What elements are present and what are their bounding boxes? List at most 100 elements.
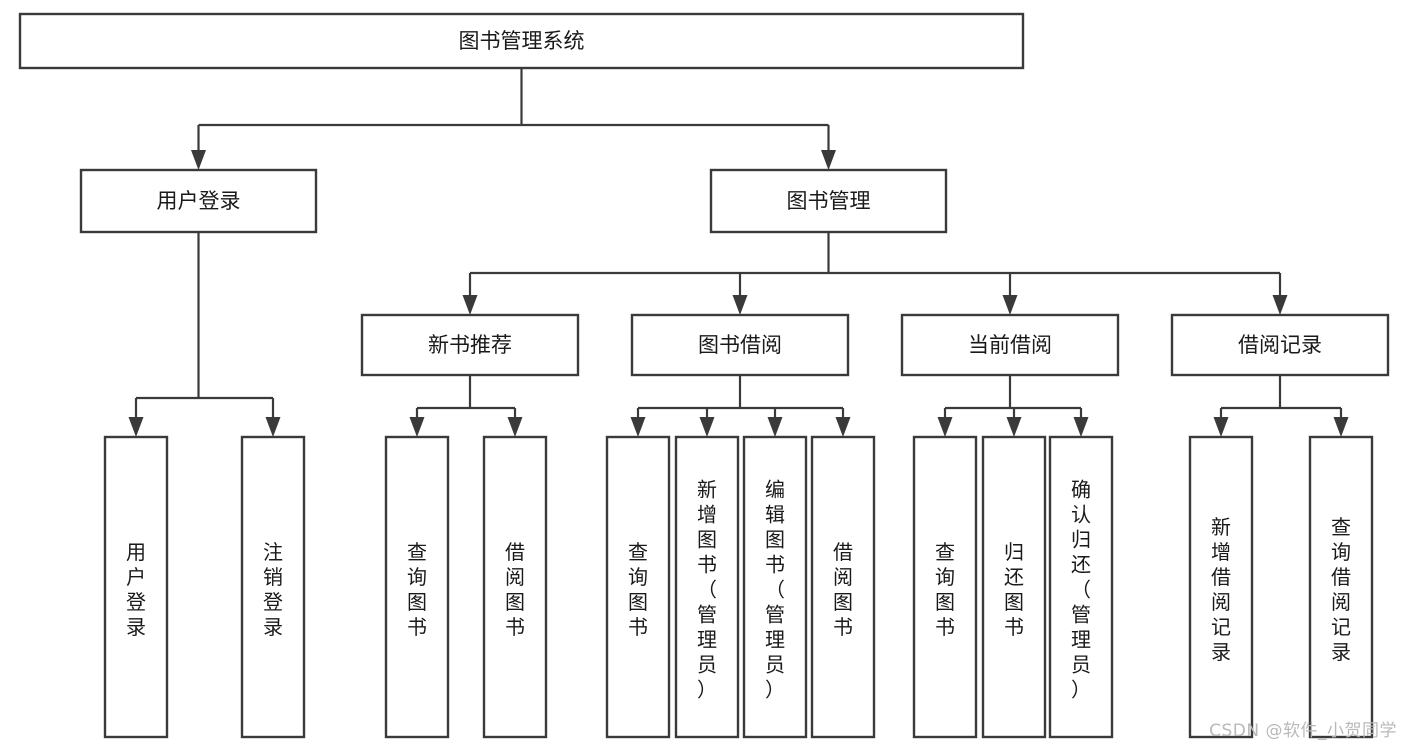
node-rect [79, 168, 318, 234]
node-level2-0[interactable]: 用户登录 [79, 168, 318, 234]
node-label: 图书管理 [787, 189, 871, 213]
node-root[interactable]: 图书管理系统 [18, 12, 1025, 70]
node-rect [18, 12, 1025, 70]
node-leaf-1[interactable]: 注销登录 [240, 435, 306, 739]
node-label-char: 增 [697, 503, 717, 527]
node-label-char: 查 [935, 540, 955, 564]
node-label-char: 记 [1211, 615, 1231, 639]
node-label-char: 认 [1071, 503, 1091, 527]
node-label-char: 书 [505, 615, 525, 639]
arrow-head-icon [732, 295, 748, 315]
arrow-head-icon [128, 417, 144, 437]
node-label-char: 户 [126, 565, 146, 589]
node-label-char: （ [765, 578, 785, 602]
node-label-char: 借 [505, 540, 525, 564]
node-label: 查询图书 [407, 540, 427, 639]
node-level3-3[interactable]: 借阅记录 [1170, 313, 1390, 377]
node-label-char: 理 [697, 628, 717, 652]
arrow-head-icon [1333, 417, 1349, 437]
arrow-head-icon [1213, 417, 1229, 437]
node-label: 查询图书 [628, 540, 648, 639]
arrow-head-icon [1272, 295, 1288, 315]
node-label: 确认归还（管理员） [1071, 478, 1091, 702]
node-rect [1170, 313, 1390, 377]
node-label-char: 理 [765, 628, 785, 652]
node-leaf-12[interactable]: 查询借阅记录 [1308, 435, 1374, 739]
node-label-char: （ [697, 578, 717, 602]
node-label-char: 员 [1071, 653, 1091, 677]
node-level2-1[interactable]: 图书管理 [709, 168, 948, 234]
node-label-char: 录 [1211, 640, 1231, 664]
node-leaf-7[interactable]: 借阅图书 [810, 435, 876, 739]
node-label: 图书借阅 [698, 333, 782, 357]
node-leaf-4[interactable]: 查询图书 [605, 435, 671, 739]
node-label-char: 图 [505, 590, 525, 614]
node-rect [981, 435, 1047, 739]
node-label-char: 借 [1331, 565, 1351, 589]
node-label-char: 书 [628, 615, 648, 639]
node-label-char: 登 [126, 590, 146, 614]
node-label-char: 用 [126, 540, 146, 564]
node-label-char: 查 [407, 540, 427, 564]
arrow-head-icon [409, 417, 425, 437]
node-leaf-0[interactable]: 用户登录 [103, 435, 169, 739]
node-label-char: 管 [697, 603, 717, 627]
node-label-char: 新 [1211, 515, 1231, 539]
node-leaf-8[interactable]: 查询图书 [912, 435, 978, 739]
node-label-char: 查 [628, 540, 648, 564]
node-leaf-5[interactable]: 新增图书（管理员） [674, 435, 740, 739]
node-rect [103, 435, 169, 739]
node-leaf-2[interactable]: 查询图书 [384, 435, 450, 739]
node-rect [709, 168, 948, 234]
node-leaf-3[interactable]: 借阅图书 [482, 435, 548, 739]
node-level3-2[interactable]: 当前借阅 [900, 313, 1120, 377]
node-label-char: 书 [407, 615, 427, 639]
node-label: 借阅图书 [505, 540, 525, 639]
node-label-char: 询 [935, 565, 955, 589]
arrow-head-icon [462, 295, 478, 315]
node-label: 当前借阅 [968, 333, 1052, 357]
node-leaf-6[interactable]: 编辑图书（管理员） [742, 435, 808, 739]
node-rect [360, 313, 580, 377]
node-label-char: 阅 [1331, 590, 1351, 614]
node-label: 借阅记录 [1238, 333, 1322, 357]
node-label-char: 增 [1211, 540, 1231, 564]
node-label-char: 辑 [765, 503, 785, 527]
node-label-char: 录 [1331, 640, 1351, 664]
node-rect [630, 313, 850, 377]
node-label: 图书管理系统 [459, 29, 585, 53]
node-label-char: 图 [697, 528, 717, 552]
node-label-char: （ [1071, 578, 1091, 602]
node-label-char: 编 [765, 478, 785, 502]
node-label-char: ） [765, 678, 785, 702]
node-label: 新书推荐 [428, 333, 512, 357]
node-label-char: 询 [628, 565, 648, 589]
node-label-char: 登 [263, 590, 283, 614]
node-label-char: 图 [1004, 590, 1024, 614]
node-label-char: 询 [1331, 540, 1351, 564]
node-leaf-9[interactable]: 归还图书 [981, 435, 1047, 739]
node-label-char: 图 [407, 590, 427, 614]
node-label-char: 阅 [1211, 590, 1231, 614]
arrow-head-icon [767, 417, 783, 437]
node-label-char: 还 [1071, 553, 1091, 577]
node-label-char: 销 [263, 565, 283, 589]
node-label-char: 书 [765, 553, 785, 577]
node-label-char: 图 [628, 590, 648, 614]
node-leaf-11[interactable]: 新增借阅记录 [1188, 435, 1254, 739]
node-label-char: 记 [1331, 615, 1351, 639]
node-label-char: 书 [1004, 615, 1024, 639]
node-label: 编辑图书（管理员） [765, 478, 785, 702]
node-label-char: 书 [697, 553, 717, 577]
arrow-head-icon [265, 417, 281, 437]
node-label: 新增借阅记录 [1211, 515, 1231, 664]
node-rect [742, 435, 808, 739]
node-label-char: 录 [126, 615, 146, 639]
node-rect [674, 435, 740, 739]
node-level3-1[interactable]: 图书借阅 [630, 313, 850, 377]
node-leaf-10[interactable]: 确认归还（管理员） [1048, 435, 1114, 739]
node-label-char: 员 [765, 653, 785, 677]
node-level3-0[interactable]: 新书推荐 [360, 313, 580, 377]
node-rect [1308, 435, 1374, 739]
